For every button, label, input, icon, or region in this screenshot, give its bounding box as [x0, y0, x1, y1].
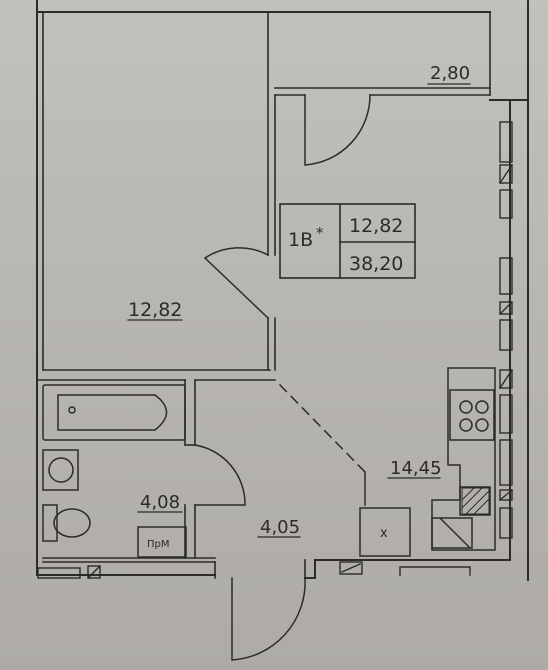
- apartment-type-mark: *: [316, 224, 324, 242]
- bathroom-fixtures: [42, 384, 187, 558]
- radiator-bottom: [339, 561, 363, 575]
- kitchen-counter: [431, 367, 496, 551]
- kitchen-area-label: 14,45: [390, 458, 442, 479]
- door-swings: [194, 94, 371, 661]
- bedroom-door-swing: [203, 247, 270, 320]
- interior-walls: [36, 11, 491, 579]
- apartment-type: 1В: [288, 229, 313, 251]
- window-marks: [37, 121, 513, 579]
- hall-area-label: 4,05: [260, 517, 300, 538]
- counter-corner: [431, 517, 473, 549]
- bathroom-door-swing: [194, 444, 246, 506]
- entrance-door-swing: [231, 577, 306, 661]
- ventilation-shaft: [359, 507, 411, 557]
- shaft-mark: x: [380, 526, 388, 541]
- living-area-value: 12,82: [349, 215, 403, 237]
- kitchen-fixtures: [359, 367, 496, 557]
- balcony-door-swing: [304, 94, 371, 166]
- exterior-walls: [36, 0, 529, 581]
- total-area-value: 38,20: [349, 253, 403, 275]
- bedroom-area-label: 12,82: [128, 299, 182, 321]
- kitchen-hatch: [461, 487, 490, 515]
- bathtub-icon: [42, 384, 186, 441]
- label-underlines: [127, 83, 471, 538]
- sink-icon: [459, 486, 491, 516]
- area-table-frame: [279, 203, 416, 279]
- closet-label: ПрМ: [147, 539, 170, 550]
- bathroom-area-label: 4,08: [140, 492, 180, 513]
- kitchen-opening: [278, 383, 367, 474]
- closet-box: [137, 526, 187, 558]
- stove-icon: [449, 389, 495, 441]
- washbasin-icon: [42, 449, 79, 491]
- balcony-area-label: 2,80: [430, 63, 470, 84]
- toilet-icon: [42, 504, 58, 542]
